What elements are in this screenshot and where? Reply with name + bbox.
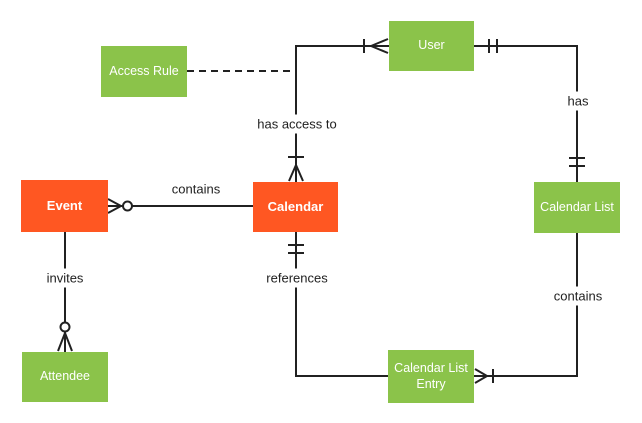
entity-calendar-list-entry[interactable]: Calendar List Entry (388, 350, 474, 403)
entity-calendar-list[interactable]: Calendar List (534, 182, 620, 233)
relationship-label-invites: invites (41, 268, 89, 288)
connector-has-access-to (288, 38, 389, 182)
relationship-label-has: has (562, 91, 594, 111)
entity-label: Access Rule (109, 63, 179, 78)
cardinality-exactly-one-bars-icon (569, 157, 585, 167)
entity-label: Calendar (267, 198, 324, 214)
entity-label: Calendar List Entry (394, 360, 468, 391)
connector-contains-events (107, 198, 253, 214)
connector-has (474, 39, 585, 182)
entity-label: Attendee (39, 369, 91, 384)
cardinality-exactly-one-bars-icon (288, 244, 304, 254)
relationship-label-has-access-to: has access to (252, 114, 342, 134)
entity-user[interactable]: User (389, 21, 474, 71)
entity-event[interactable]: Event (21, 180, 108, 232)
entity-label: User (418, 38, 445, 53)
relationship-label-contains-entries: contains (548, 286, 608, 306)
connector-invites (57, 232, 73, 352)
connector-contains-entries (474, 233, 578, 384)
connector-line (295, 232, 388, 377)
cardinality-zero-circle-icon (122, 200, 133, 212)
crow-foot-many-icon (107, 198, 122, 214)
cardinality-exactly-one-bars-icon (488, 39, 498, 53)
crow-foot-many-icon (57, 332, 73, 352)
cardinality-zero-circle-icon (59, 321, 71, 333)
crow-foot-many-icon (370, 38, 389, 54)
entity-label: Event (46, 197, 83, 213)
crow-foot-many-icon (474, 368, 488, 384)
connector-references (288, 232, 388, 377)
crow-foot-many-icon (288, 164, 304, 182)
connector-line (295, 45, 389, 182)
entity-access-rule[interactable]: Access Rule (101, 46, 187, 97)
connector-line (474, 233, 578, 377)
entity-calendar[interactable]: Calendar (253, 182, 338, 232)
relationship-label-contains-events: contains (166, 179, 226, 199)
entity-label: Calendar List (540, 199, 614, 214)
connector-line (474, 45, 578, 182)
entity-attendee[interactable]: Attendee (22, 352, 108, 402)
relationship-label-references: references (261, 268, 333, 288)
